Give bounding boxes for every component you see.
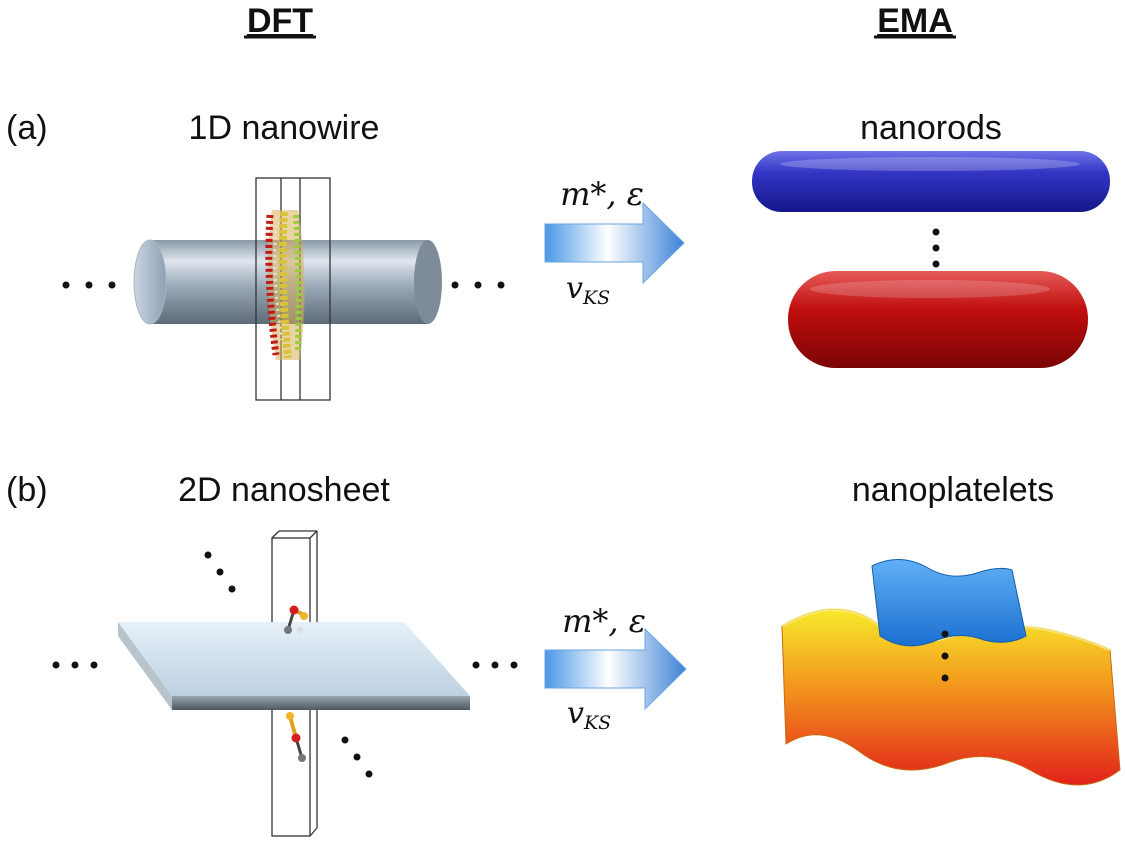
- nanosheet-molecule-bottom: [286, 712, 306, 762]
- nanosheet-back-ellipsis: [204, 551, 236, 593]
- arrow-a-top-label: m*, ε: [560, 175, 644, 213]
- nanowire-atoms: [265, 210, 305, 360]
- arrow-a-bottom-label: vKS: [566, 271, 610, 309]
- nanowire-right-ellipsis: [451, 281, 505, 289]
- nanoplatelet-blue: [871, 559, 1027, 647]
- nanosheet-title: 2D nanosheet: [178, 471, 390, 509]
- nanorod-blue: [752, 151, 1110, 212]
- nanosheet-front-ellipsis: [341, 736, 373, 778]
- nanoplatelets-title: nanoplatelets: [852, 471, 1054, 509]
- nanorods-title: nanorods: [860, 109, 1002, 147]
- arrow-b-bottom-label: vKS: [567, 696, 611, 734]
- nanosheet-molecule-top: [284, 605, 308, 634]
- panel-b: (b) 2D nanosheet: [6, 471, 1121, 837]
- panel-a-tag: (a): [6, 109, 48, 147]
- nanorod-vertical-ellipsis: [932, 228, 940, 268]
- arrow-b: [544, 627, 687, 711]
- arrow-b-top-label: m*, ε: [562, 602, 646, 640]
- dft-header: DFT: [247, 2, 313, 40]
- nanosheet-right-ellipsis: [472, 661, 518, 669]
- nanowire-title: 1D nanowire: [189, 109, 380, 147]
- nanosheet-left-ellipsis: [52, 661, 98, 669]
- nanosheet-slab: [118, 622, 470, 710]
- arrow-a-bottom-subscript: KS: [582, 287, 610, 309]
- panel-b-tag: (b): [6, 471, 48, 509]
- nanoplatelet-vertical-ellipsis: [941, 630, 949, 682]
- nanorod-red: [788, 271, 1088, 368]
- panel-a: (a) 1D nanowire: [6, 109, 1110, 401]
- arrow-b-bottom-subscript: KS: [583, 712, 611, 734]
- ema-header: EMA: [877, 2, 953, 40]
- arrow-a: [544, 201, 685, 285]
- nanowire-left-ellipsis: [62, 281, 116, 289]
